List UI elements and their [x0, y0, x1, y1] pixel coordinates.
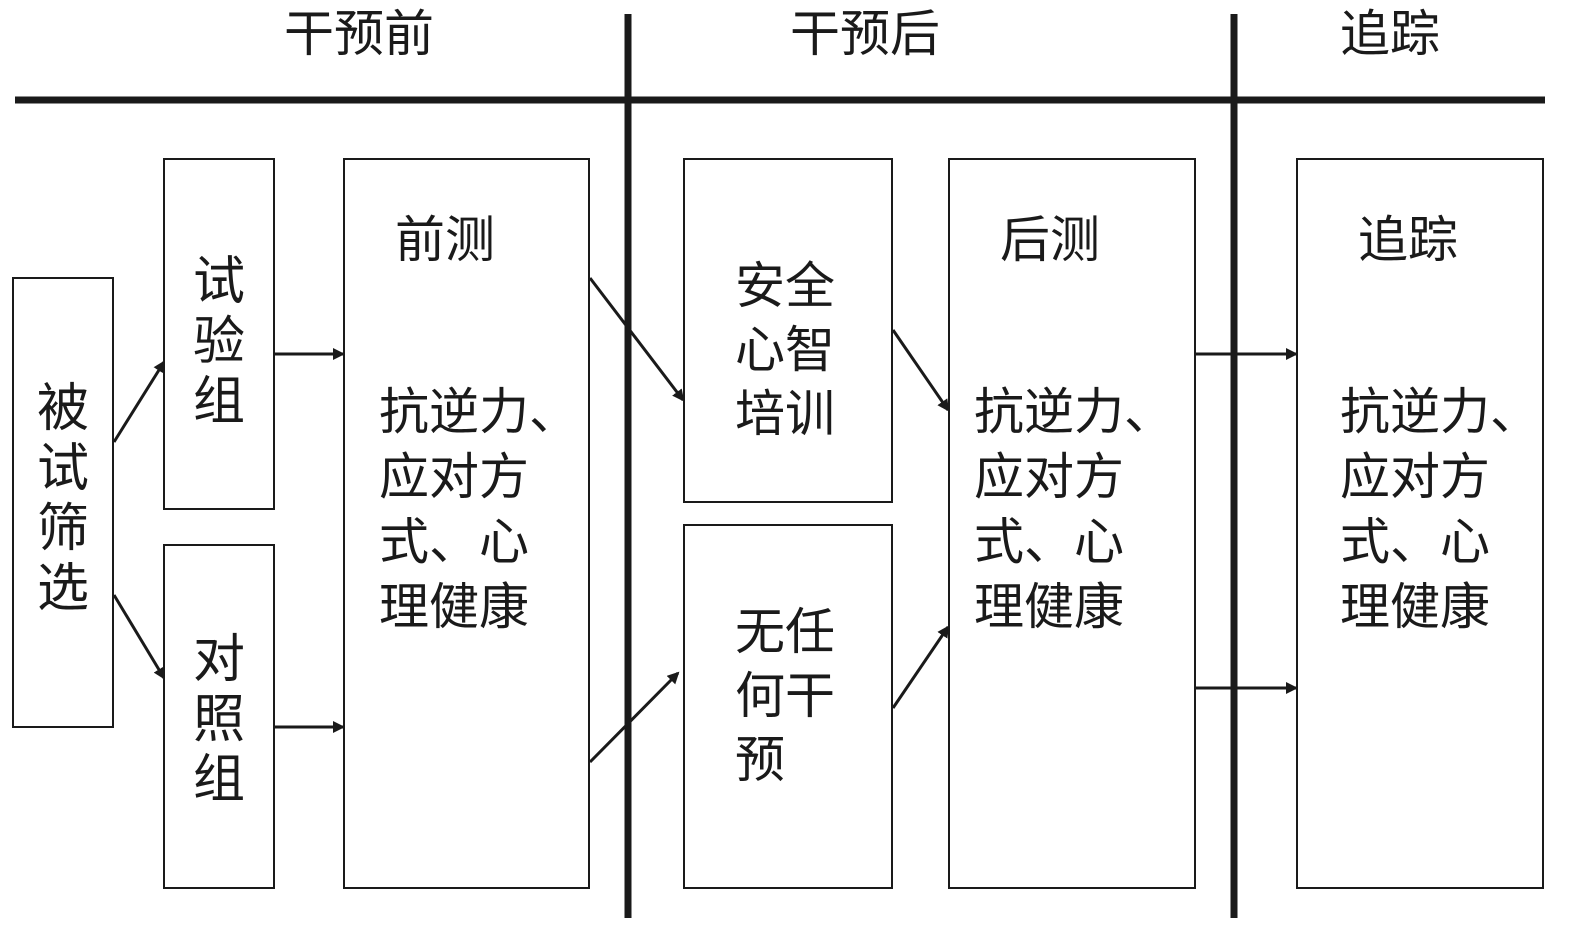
pretest-box: 前测 抗逆力、 应对方 式、心 理健康 — [343, 158, 590, 889]
pretest-line-3: 式、心 — [379, 513, 529, 571]
arrow-intervention-to-posttest — [891, 329, 950, 412]
experimental-group-label: 试验组 — [192, 252, 245, 432]
intervention-box: 安全 心智 培训 — [683, 158, 893, 503]
arrow-pretest-to-no-intervention — [588, 671, 680, 764]
posttest-line-3: 式、心 — [974, 513, 1124, 571]
phase-label-followup: 追踪 — [1340, 5, 1440, 63]
experimental-group-box: 试验组 — [163, 158, 275, 510]
arrow-no-intervention-to-posttest — [891, 625, 950, 709]
arrow-pretest-to-intervention — [588, 277, 685, 402]
followup-box: 追踪 抗逆力、 应对方 式、心 理健康 — [1296, 158, 1544, 889]
control-group-label: 对照组 — [192, 630, 245, 810]
pretest-line-1: 抗逆力、 — [379, 383, 579, 441]
no-intervention-line-1: 无任 — [735, 603, 835, 661]
followup-line-1: 抗逆力、 — [1340, 383, 1540, 441]
pretest-line-2: 应对方 — [379, 448, 529, 506]
screening-box: 被试筛选 — [12, 277, 114, 728]
intervention-line-1: 安全 — [735, 257, 835, 315]
posttest-title: 后测 — [1000, 211, 1100, 269]
arrow-screening-to-control — [112, 594, 166, 680]
phase-label-pre: 干预前 — [284, 5, 434, 63]
posttest-line-4: 理健康 — [974, 578, 1124, 636]
posttest-line-2: 应对方 — [974, 448, 1124, 506]
intervention-line-2: 心智 — [735, 321, 835, 379]
pretest-line-4: 理健康 — [379, 578, 529, 636]
intervention-line-3: 培训 — [735, 385, 835, 443]
phase-label-post: 干预后 — [790, 5, 940, 63]
screening-label: 被试筛选 — [36, 379, 89, 619]
posttest-box: 后测 抗逆力、 应对方 式、心 理健康 — [948, 158, 1196, 889]
no-intervention-line-2: 何干 — [735, 667, 835, 725]
control-group-box: 对照组 — [163, 544, 275, 889]
pretest-title: 前测 — [395, 211, 495, 269]
arrow-screening-to-experimental — [112, 360, 166, 443]
followup-line-4: 理健康 — [1340, 578, 1490, 636]
posttest-line-1: 抗逆力、 — [974, 383, 1174, 441]
followup-line-3: 式、心 — [1340, 513, 1490, 571]
no-intervention-line-3: 预 — [735, 731, 785, 789]
no-intervention-box: 无任 何干 预 — [683, 524, 893, 889]
followup-line-2: 应对方 — [1340, 448, 1490, 506]
followup-title: 追踪 — [1358, 211, 1458, 269]
